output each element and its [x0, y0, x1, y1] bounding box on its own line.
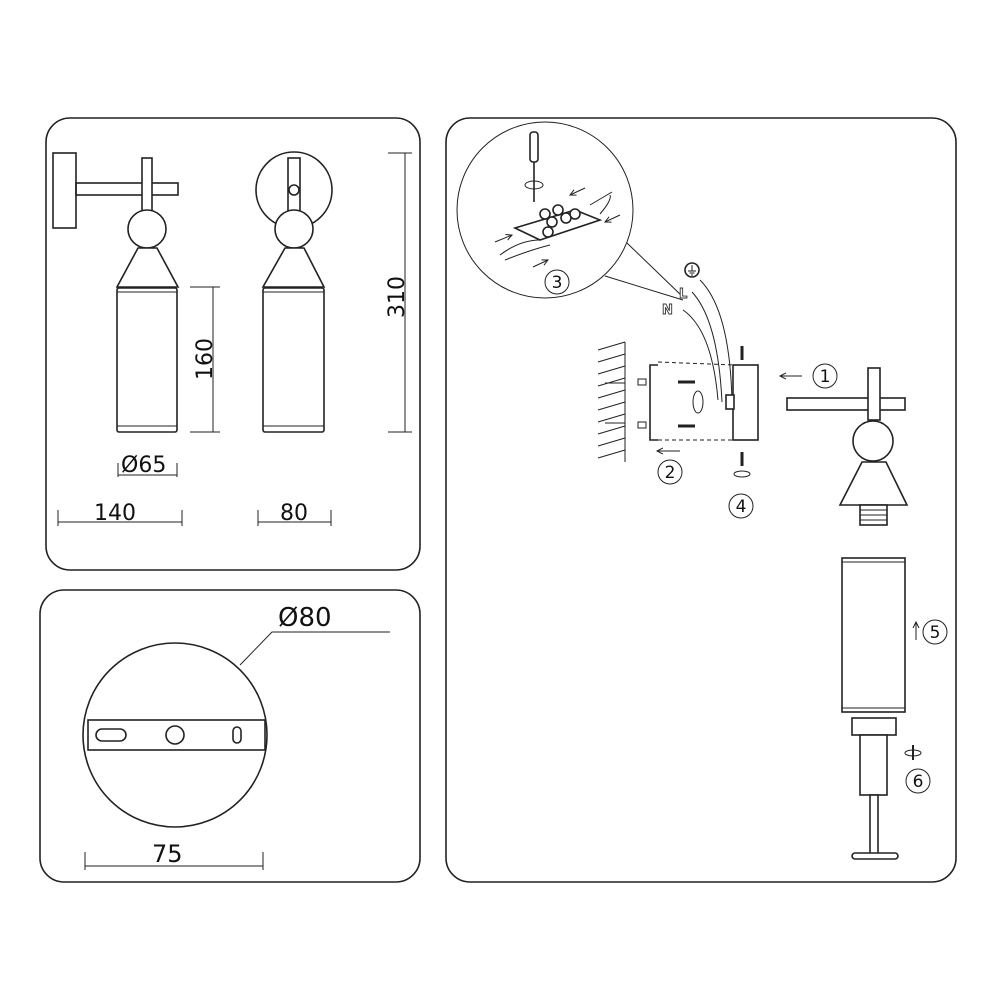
front-view-lamp: [255, 151, 333, 433]
installation-panel: L N: [445, 117, 957, 883]
slot-hole: [95, 728, 127, 742]
svg-text:5: 5: [930, 623, 941, 643]
glass-shade: [841, 557, 906, 713]
svg-text:3: 3: [552, 273, 563, 293]
earth-icon: [684, 262, 700, 278]
wall-plug: [637, 378, 647, 386]
shade-height-label: 160: [193, 338, 218, 380]
side-view-lamp: [52, 152, 180, 433]
rotate-icon: [692, 390, 704, 414]
dimensions-panel: 160 310 Ø65 140 80: [45, 117, 421, 571]
mounting-bracket: [649, 364, 658, 441]
terminal-block-detail: [456, 121, 684, 301]
wall: [597, 341, 626, 462]
screwdriver-icon: [529, 131, 539, 163]
wall-plug: [637, 421, 647, 429]
screw-icon: [678, 380, 695, 428]
rotate-icon: [733, 470, 751, 478]
wires: [682, 279, 733, 403]
lamp-assembly: [786, 367, 909, 860]
mounting-plate: [87, 719, 266, 751]
total-height-label: 310: [385, 276, 410, 318]
canopy-box: [732, 364, 759, 441]
slot-hole: [232, 726, 242, 744]
center-hole: [165, 725, 185, 745]
hole-spacing-label: 75: [152, 840, 183, 868]
dimension-lines: [57, 152, 412, 526]
svg-text:2: 2: [665, 463, 676, 483]
width-label: 80: [280, 501, 308, 526]
step-markers: 1 2 3 4 5 6: [544, 269, 948, 794]
svg-text:6: 6: [913, 772, 924, 792]
canopy-panel: Ø80 75: [39, 589, 421, 883]
neutral-wire-label: N: [662, 303, 673, 318]
svg-text:1: 1: [820, 367, 831, 387]
svg-text:4: 4: [736, 497, 747, 517]
shade-diameter-label: Ø65: [121, 453, 166, 478]
live-wire-label: L: [679, 287, 687, 302]
canopy-diameter-label: Ø80: [278, 603, 332, 633]
projection-label: 140: [94, 501, 136, 526]
